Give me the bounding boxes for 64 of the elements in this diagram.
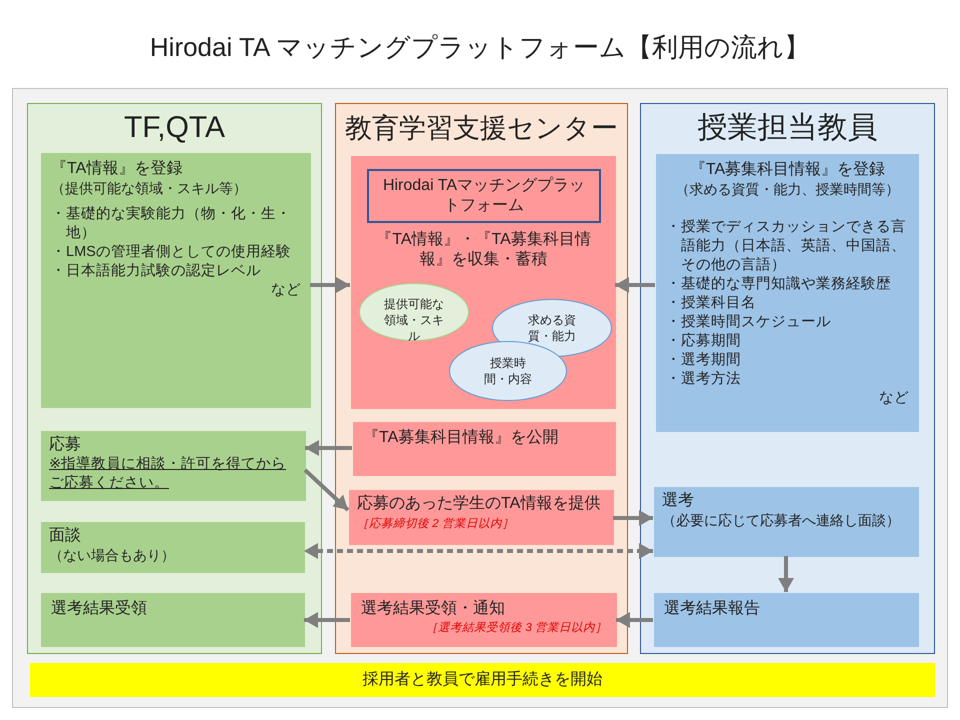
lane-panel: [27, 103, 322, 654]
info-box: [41, 153, 311, 408]
bullet-item: ・応募期間: [666, 332, 742, 351]
box-heading: Hirodai TAマッチングプラットフォーム: [382, 176, 586, 216]
bullet-item: ・基礎的な実験能力（物・化・生・地）: [51, 205, 292, 243]
box-heading: 選考結果報告: [664, 599, 761, 619]
bullet-item: ・授業時間スケジュール: [666, 313, 832, 332]
bullet-item: ・授業でディスカッションできる言語能力（日本語、英語、中国語、その他の言語）: [666, 218, 907, 275]
process-box: [349, 490, 614, 545]
ellipse-label: 提供可能な領域・スキル: [384, 296, 444, 344]
ellipse-label: 求める資質・能力: [527, 312, 577, 344]
ellipse-label: 授業時間・内容: [484, 355, 532, 387]
box-heading: 選考結果受領: [51, 599, 148, 619]
arrow: [305, 440, 352, 456]
notice-text: ※指導教員に相談・許可を得てからご応募ください。: [49, 455, 288, 493]
box-heading: 応募: [49, 435, 82, 455]
platform-box: [367, 169, 601, 223]
box-heading: 面談: [49, 526, 82, 546]
process-box: [654, 487, 919, 557]
box-heading: 『TA募集科目情報』を登録: [688, 160, 886, 180]
process-box: [41, 431, 306, 501]
lane-heading: TF,QTA: [122, 110, 226, 146]
arrow: [778, 556, 794, 592]
info-box: [351, 156, 616, 409]
bullet-item: ・LMSの管理者側としての使用経験: [51, 243, 292, 262]
process-box: [41, 522, 305, 573]
lane-panel: [335, 103, 628, 654]
box-heading: 選考結果受領・通知: [361, 599, 506, 619]
lane-heading: 教育学習支援センター: [344, 112, 619, 145]
bullet-item: ・選考期間: [666, 351, 742, 370]
arrow: [616, 612, 653, 628]
process-box: [41, 593, 305, 647]
arrow: [615, 277, 655, 293]
arrow: [304, 612, 350, 628]
box-note: （提供可能な領域・スキル等）: [51, 179, 248, 197]
bullet-item: ・選考方法: [666, 370, 742, 389]
bullet-item: ・日本語能力試験の認定レベル: [51, 262, 262, 281]
bullet-item: ・授業科目名: [666, 294, 757, 313]
box-note: （必要に応じて応募者へ連絡し面談）: [662, 511, 901, 529]
process-box: [353, 422, 616, 476]
banner-bar: [30, 663, 935, 697]
info-box: [656, 154, 919, 432]
arrow: [304, 468, 350, 512]
deadline-note: ［選考結果受領後 3 営業日以内］: [425, 620, 607, 636]
dotted-arrow: [304, 543, 653, 559]
arrow: [613, 510, 653, 526]
lane-heading: 授業担当教員: [696, 110, 878, 146]
title: Hirodai TA マッチングプラットフォーム【利用の流れ】: [148, 31, 812, 64]
box-note: （ない場合もあり）: [49, 546, 176, 564]
box-heading: 『TA情報』を登録: [51, 159, 184, 179]
box-note: （求める資質・能力、授業時間等）: [674, 180, 900, 198]
process-box: [654, 593, 919, 647]
etc-note: など: [878, 389, 909, 408]
etc-note: など: [270, 281, 301, 300]
bullet-item: ・基礎的な専門知識や業務経験歴: [666, 275, 892, 294]
box-heading: 『TA募集科目情報』を公開: [363, 428, 560, 448]
process-box: [351, 593, 617, 647]
box-heading: 採用者と教員で雇用手続きを開始: [362, 670, 604, 690]
box-heading: 選考: [662, 491, 695, 511]
arrow: [310, 277, 350, 293]
lane-panel: [640, 103, 935, 654]
box-heading: 『TA情報』・『TA募集科目情報』を収集・蓄積: [375, 230, 592, 270]
deadline-note: ［応募締切後 2 営業日以内］: [357, 518, 514, 530]
box-heading: 応募のあった学生のTA情報を提供: [357, 495, 600, 512]
